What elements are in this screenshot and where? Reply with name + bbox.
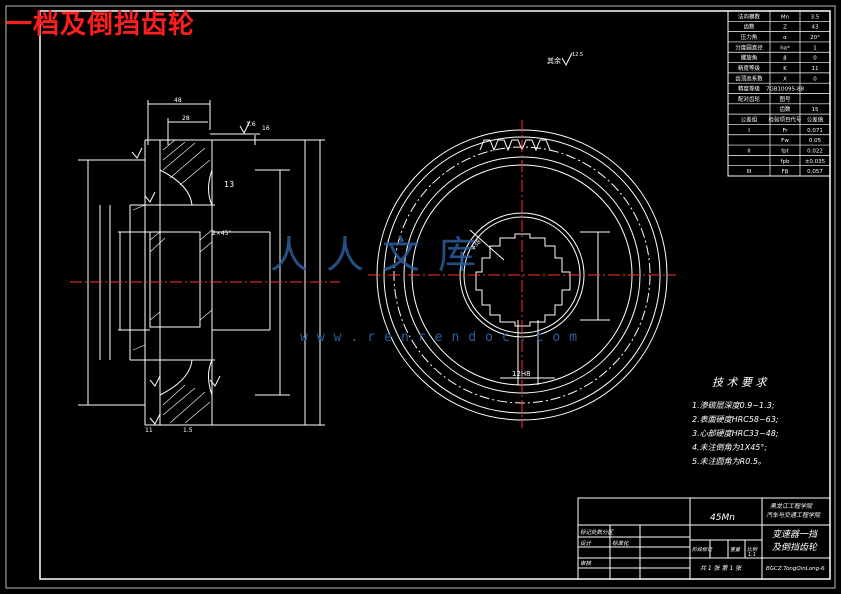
- gear-teeth: [479, 139, 551, 152]
- title-block: [577, 497, 831, 580]
- dim-28: 28: [182, 115, 190, 122]
- institution-line1: 黑龙江工程学院: [770, 502, 813, 510]
- param-cell: 0.05: [809, 138, 822, 144]
- parameter-table: 法向模数 Mn 3.5 齿数 Z 43 压力角 α 20° 分度圆直径 ha* 1 螺旋角 β 0 精度等级 K…: [727, 10, 831, 177]
- param-cell: 配对齿轮: [738, 95, 761, 103]
- param-cell: β: [783, 56, 787, 62]
- roughness-label: 其余: [547, 56, 561, 65]
- requirement-1: 1.渗碳层深度0.9~1.3;: [692, 401, 775, 410]
- param-cell: 3.5: [811, 14, 820, 20]
- tb-scale: 比例: [747, 546, 758, 553]
- dim-11: 11: [145, 427, 153, 434]
- param-cell: II: [747, 148, 751, 154]
- param-cell: Fw: [781, 138, 789, 144]
- watermark-url: www.renrendoc.com: [300, 330, 587, 345]
- param-cell: 压力角: [741, 33, 758, 41]
- param-cell: ±0.035: [805, 159, 826, 165]
- title-block-text: 45Mn 黑龙江工程学院 汽车与交通工程学院 变速器一挡 及倒挡齿轮 BGCZ.…: [580, 502, 825, 572]
- requirement-4: 4.未注倒角为1X45°;: [692, 443, 767, 452]
- part-name-line1: 变速器一挡: [772, 529, 819, 540]
- param-cell: III: [747, 169, 752, 175]
- watermark-text: 人人文库: [270, 233, 495, 277]
- roughness-symbols: [131, 52, 573, 425]
- param-cell: 公差组: [741, 116, 758, 124]
- dim-13: 13: [224, 180, 234, 189]
- param-cell: Mn: [781, 14, 790, 20]
- param-cell: 0.071: [807, 128, 823, 134]
- param-cell: 7GB10095-88: [766, 87, 805, 93]
- tb-stage: 阶段标记: [692, 546, 713, 553]
- param-cell: X: [783, 76, 787, 82]
- dim-1-6: 1.6: [246, 121, 256, 128]
- param-cell: α: [783, 35, 787, 41]
- param-cell: fpt: [781, 148, 789, 154]
- tb-audit: 审核: [580, 560, 593, 567]
- param-cell: 精度等级: [738, 85, 761, 93]
- param-cell: 20°: [810, 35, 820, 41]
- requirement-3: 3.心部硬度HRC33~48;: [692, 429, 779, 438]
- tb-weight: 重量: [730, 546, 741, 553]
- page-title: 一档及倒挡齿轮: [6, 10, 196, 40]
- param-cell: 0.022: [807, 148, 823, 154]
- dim-1-5: 1.5: [183, 427, 193, 434]
- param-cell: 11: [812, 66, 819, 72]
- section-hatching: [132, 139, 213, 424]
- param-cell: 法向模数: [738, 12, 761, 20]
- institution-line2: 汽车与交通工程学院: [766, 511, 821, 519]
- material: 45Mn: [710, 513, 735, 523]
- section-dimension-labels: 48 28 1.6 16 13 2×45° 1.5 11: [145, 97, 270, 434]
- param-cell: 0: [813, 56, 817, 62]
- spline-label: 12H8: [512, 370, 531, 378]
- tb-design: 设计: [580, 540, 592, 547]
- requirement-5: 5.未注圆角为R0.5。: [692, 457, 766, 466]
- roughness-value: 12.5: [572, 52, 583, 58]
- gear-center-lines: [368, 120, 676, 428]
- param-cell: 检验项目代号: [768, 116, 802, 124]
- technical-requirements: 技 术 要 求 1.渗碳层深度0.9~1.3; 2.表面硬度HRC58~63; …: [692, 376, 779, 466]
- tb-scale-value: 1:1: [748, 552, 756, 558]
- tb-sheets: 共 1 张 第 1 张: [700, 564, 742, 572]
- param-cell: Fr: [782, 128, 788, 134]
- inner-border: [39, 10, 831, 580]
- param-cell: 精度等级: [738, 64, 761, 72]
- dim-chamfer: 2×45°: [212, 230, 231, 237]
- param-cell: 43: [812, 25, 819, 31]
- param-cell: ha*: [780, 45, 790, 51]
- param-cell: I: [748, 128, 750, 134]
- param-cell: Fβ: [782, 169, 789, 175]
- param-cell: 齿数: [743, 23, 755, 31]
- param-cell: K: [783, 66, 787, 72]
- param-cell: 15: [812, 107, 819, 113]
- param-cell: fpb: [781, 159, 790, 165]
- param-cell: Z: [783, 25, 787, 31]
- param-cell: 齿数: [779, 105, 791, 113]
- param-cell: 螺旋角: [741, 54, 758, 62]
- dim-48: 48: [174, 97, 182, 104]
- requirement-2: 2.表面硬度HRC58~63;: [692, 415, 779, 424]
- param-cell: 齿顶高系数: [735, 74, 763, 82]
- requirements-title: 技 术 要 求: [712, 376, 768, 389]
- param-cell: 公差值: [807, 116, 824, 124]
- part-name-line2: 及倒挡齿轮: [772, 542, 818, 553]
- dim-16: 16: [262, 125, 270, 132]
- param-cell: 0: [813, 76, 817, 82]
- param-cell: 分度圆直径: [735, 43, 763, 51]
- drawing-number: BGCZ.TongQinLong-6: [766, 566, 825, 572]
- tb-marks: 标记处数分区: [580, 529, 615, 536]
- section-view: [70, 100, 340, 426]
- param-cell: 1: [813, 45, 817, 51]
- tb-standard: 标准化: [612, 540, 630, 547]
- param-cell: 图号: [779, 95, 791, 103]
- spline-bore: [475, 233, 571, 327]
- param-cell: 0.057: [807, 169, 823, 175]
- outer-border: [5, 5, 836, 589]
